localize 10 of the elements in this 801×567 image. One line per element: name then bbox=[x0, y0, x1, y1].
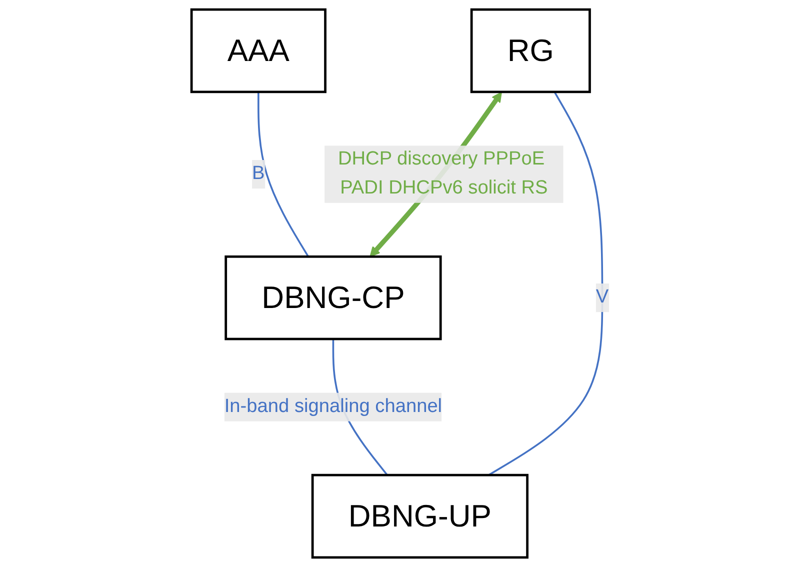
edge-label: In-band signaling channel bbox=[224, 396, 442, 417]
node-box: AAA bbox=[190, 8, 327, 94]
edge-label: DHCP discovery PPPoE PADI DHCPv6 solicit RS bbox=[338, 149, 548, 198]
connector bbox=[258, 92, 310, 258]
edge-label: V bbox=[596, 287, 610, 308]
edge-label: B bbox=[252, 164, 266, 184]
node-box: DBNG-CP bbox=[225, 255, 442, 340]
connector bbox=[488, 91, 604, 476]
node-box: RG bbox=[470, 8, 592, 94]
node-box: DBNG-UP bbox=[312, 474, 529, 559]
